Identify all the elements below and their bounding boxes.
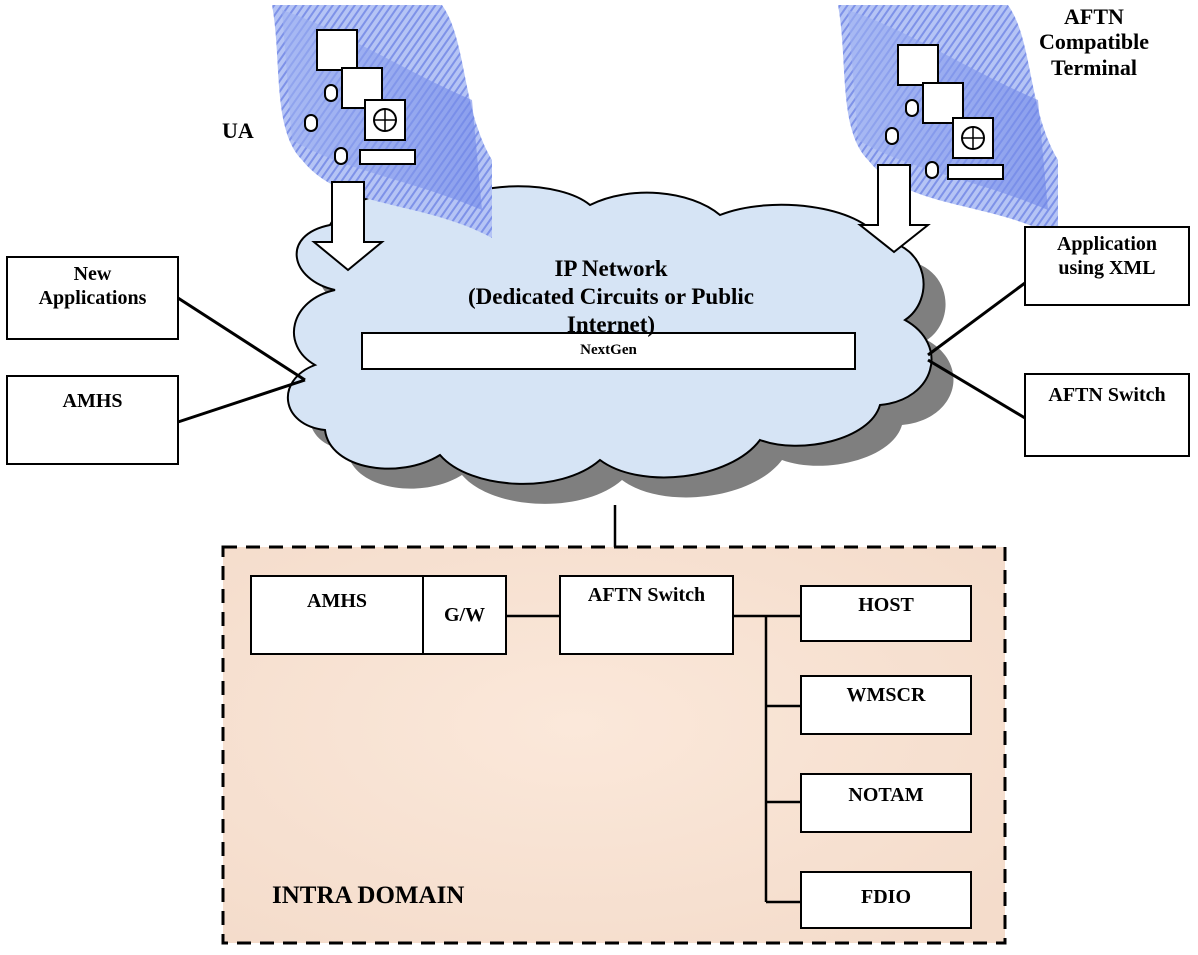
- notam-box: NOTAM: [800, 773, 972, 833]
- application-xml-box: Application using XML: [1024, 226, 1190, 306]
- gateway-box: G/W: [422, 575, 507, 655]
- host-box: HOST: [800, 585, 972, 642]
- nextgen-label: NextGen: [580, 342, 637, 358]
- link-amhs-left: [177, 378, 306, 424]
- aftn-terminal-line-2: Compatible: [1039, 29, 1149, 55]
- link-application-xml: [927, 281, 1026, 357]
- ua-label: UA: [222, 118, 254, 143]
- new-applications-line-1: New: [73, 263, 112, 285]
- aftn-switch-internal-label: AFTN Switch: [587, 584, 706, 606]
- aftn-switch-external-label: AFTN Switch: [1048, 384, 1166, 406]
- application-xml-line-2: using XML: [1058, 257, 1156, 279]
- amhs-internal-box: AMHS: [250, 575, 424, 655]
- ua-down-arrow: [311, 181, 385, 272]
- new-applications-line-2: Applications: [38, 287, 147, 309]
- amhs-internal-label: AMHS: [307, 590, 367, 612]
- wmscr-label: WMSCR: [846, 684, 926, 706]
- ip-network-title-line-1: IP Network: [554, 256, 668, 281]
- aftn-switch-external-box: AFTN Switch: [1024, 373, 1190, 457]
- aftn-terminal-down-arrow: [857, 164, 931, 254]
- ip-network-title-line-3: Internet): [566, 312, 656, 338]
- link-aftn-switch-right: [927, 358, 1026, 420]
- application-xml-label: Application using XML: [1026, 232, 1188, 280]
- ip-network-title: IP Network (Dedicated Circuits or Public…: [376, 255, 846, 339]
- notam-label: NOTAM: [848, 784, 924, 806]
- amhs-external-box: AMHS: [6, 375, 179, 465]
- intra-domain-label: INTRA DOMAIN: [272, 882, 465, 909]
- new-applications-box: New Applications: [6, 256, 179, 340]
- fdio-label: FDIO: [861, 886, 911, 908]
- link-new-applications: [177, 296, 306, 382]
- aftn-switch-internal-box: AFTN Switch: [559, 575, 734, 655]
- aftn-terminal-line-3: Terminal: [1051, 54, 1137, 80]
- fdio-box: FDIO: [800, 871, 972, 929]
- gateway-label: G/W: [443, 604, 486, 626]
- nextgen-bar: [361, 332, 856, 370]
- host-label: HOST: [858, 594, 914, 616]
- wmscr-box: WMSCR: [800, 675, 972, 735]
- application-xml-line-1: Application: [1056, 233, 1158, 255]
- new-applications-label: New Applications: [8, 262, 177, 310]
- aftn-terminal-line-1: AFTN: [1064, 4, 1124, 29]
- amhs-external-label: AMHS: [62, 390, 123, 412]
- aftn-terminal-label: AFTN Compatible Terminal: [1034, 4, 1154, 80]
- ip-network-title-line-2: (Dedicated Circuits or Public: [468, 284, 754, 310]
- ua-terminal-cluster: [272, 5, 492, 238]
- aftn-terminal-cluster: [838, 5, 1058, 238]
